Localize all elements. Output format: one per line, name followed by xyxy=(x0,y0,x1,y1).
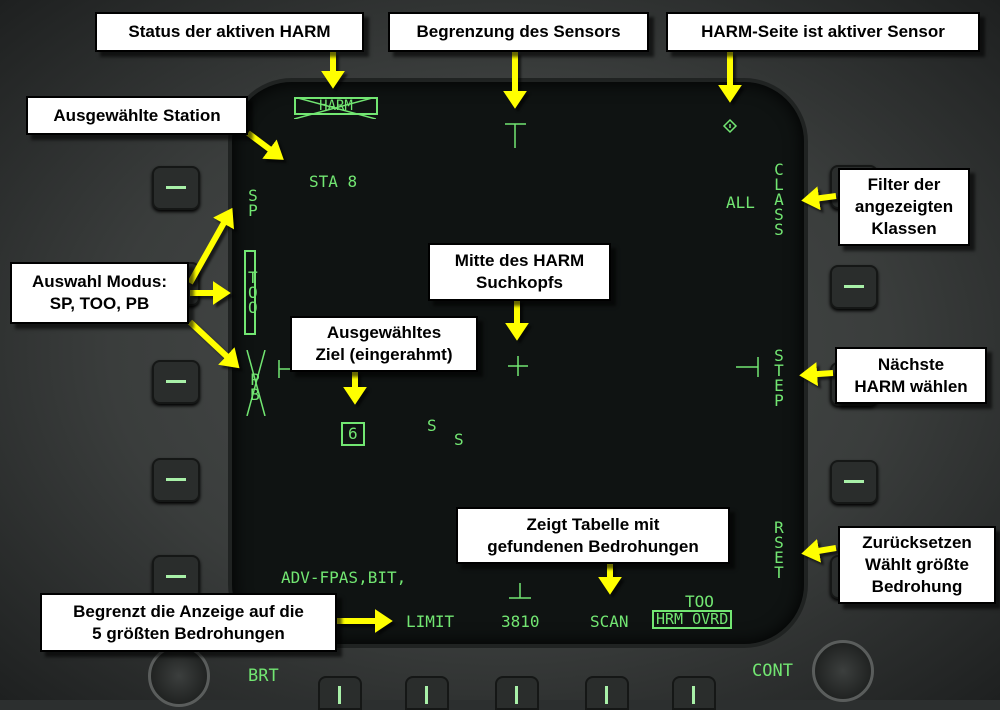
active-sensor-diamond-icon xyxy=(722,118,738,134)
osb-left-4[interactable] xyxy=(152,458,200,502)
limit-option[interactable]: LIMIT xyxy=(406,612,455,631)
left-limit-marker xyxy=(278,360,291,378)
annotation-station: Ausgewählte Station xyxy=(26,96,248,135)
hrm-ovrd-option[interactable]: HRM OVRD xyxy=(652,610,733,629)
annotation-seeker-center: Mitte des HARM Suchkopfs xyxy=(428,243,611,301)
annotation-active-sensor: HARM-Seite ist aktiver Sensor xyxy=(666,12,980,52)
brt-label: BRT xyxy=(248,666,279,686)
class-option[interactable]: CLASS xyxy=(774,160,784,239)
osb-left-3[interactable] xyxy=(152,360,200,404)
annotation-limit: Begrenzt die Anzeige auf die 5 größten B… xyxy=(40,593,337,652)
station-label: STA 8 xyxy=(309,172,358,191)
sp-mode-option[interactable]: SP xyxy=(248,186,258,220)
arrow-pb xyxy=(187,319,240,369)
too-mode-option[interactable]: TOO xyxy=(244,250,258,335)
arrow-class xyxy=(801,186,837,211)
threat-symbol[interactable]: S xyxy=(427,416,437,435)
cont-label: CONT xyxy=(752,661,793,681)
annotation-next-harm: Nächste HARM wählen xyxy=(835,347,987,404)
too-bottom-label: TOO xyxy=(685,592,714,611)
osb-right-2[interactable] xyxy=(830,265,878,309)
scan-option[interactable]: SCAN xyxy=(590,612,629,631)
annotation-selected-target: Ausgewähltes Ziel (eingerahmt) xyxy=(290,316,478,372)
altitude-marker xyxy=(509,583,531,599)
step-option[interactable]: STEP xyxy=(774,346,784,410)
arrow-rset xyxy=(801,538,837,563)
arrow-station xyxy=(246,130,284,160)
rset-option[interactable]: RSET xyxy=(774,518,784,582)
annotation-reset: Zurücksetzen Wählt größte Bedrohung xyxy=(838,526,996,604)
osb-left-5[interactable] xyxy=(152,555,200,599)
altitude-readout: 3810 xyxy=(501,612,540,631)
osb-left-1[interactable] xyxy=(152,166,200,210)
threat-symbol[interactable]: S xyxy=(454,430,464,449)
arrow-step xyxy=(799,362,834,387)
step-marker xyxy=(736,357,759,377)
selected-target-symbol[interactable]: 6 xyxy=(341,422,365,446)
annotation-mode: Auswahl Modus: SP, TOO, PB xyxy=(10,262,189,324)
pb-cross-icon xyxy=(246,350,266,416)
annotation-sensor-limit: Begrenzung des Sensors xyxy=(388,12,649,52)
class-filter-value: ALL xyxy=(726,193,755,212)
annotation-class-filter: Filter der angezeigten Klassen xyxy=(838,168,970,246)
annotation-table: Zeigt Tabelle mit gefundenen Bedrohungen xyxy=(456,507,730,564)
fpas-status: ADV-FPAS,BIT, xyxy=(281,568,407,587)
annotation-status: Status der aktiven HARM xyxy=(95,12,364,52)
harm-status-cross xyxy=(294,97,376,119)
osb-right-4[interactable] xyxy=(830,460,878,504)
arrow-sp xyxy=(187,207,234,285)
sensor-limit-marker xyxy=(505,123,526,148)
seeker-center-cross-icon xyxy=(508,356,528,376)
